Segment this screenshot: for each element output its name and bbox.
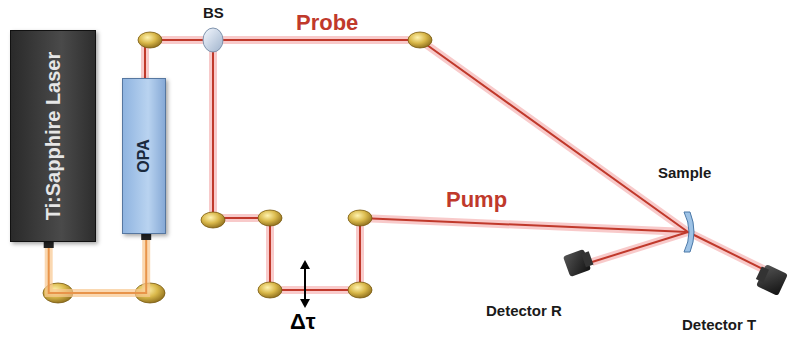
beam-glow — [49, 234, 147, 293]
output-port — [44, 242, 54, 248]
laser-beam — [145, 40, 775, 290]
mirror — [43, 32, 432, 303]
beam-splitter — [203, 28, 223, 52]
laser-box: Ti:Sapphire Laser — [10, 30, 96, 242]
component-label: BS — [203, 4, 224, 21]
node-label: OPA — [135, 84, 153, 228]
node-label: Ti:Sapphire Laser — [42, 36, 64, 236]
component-label: Sample — [658, 164, 711, 181]
beam-core — [49, 234, 147, 293]
detector — [563, 249, 788, 296]
component-label: Detector T — [682, 316, 756, 333]
output-port — [141, 234, 151, 240]
beam-label: Pump — [446, 187, 507, 213]
delay-label: Δτ — [290, 309, 316, 335]
beam-label: Probe — [296, 10, 358, 36]
opa-box: OPA — [122, 78, 166, 234]
sample-plate — [684, 212, 694, 252]
pump-beam — [44, 234, 152, 293]
component-label: Detector R — [486, 302, 562, 319]
delay-arrow — [300, 260, 310, 308]
